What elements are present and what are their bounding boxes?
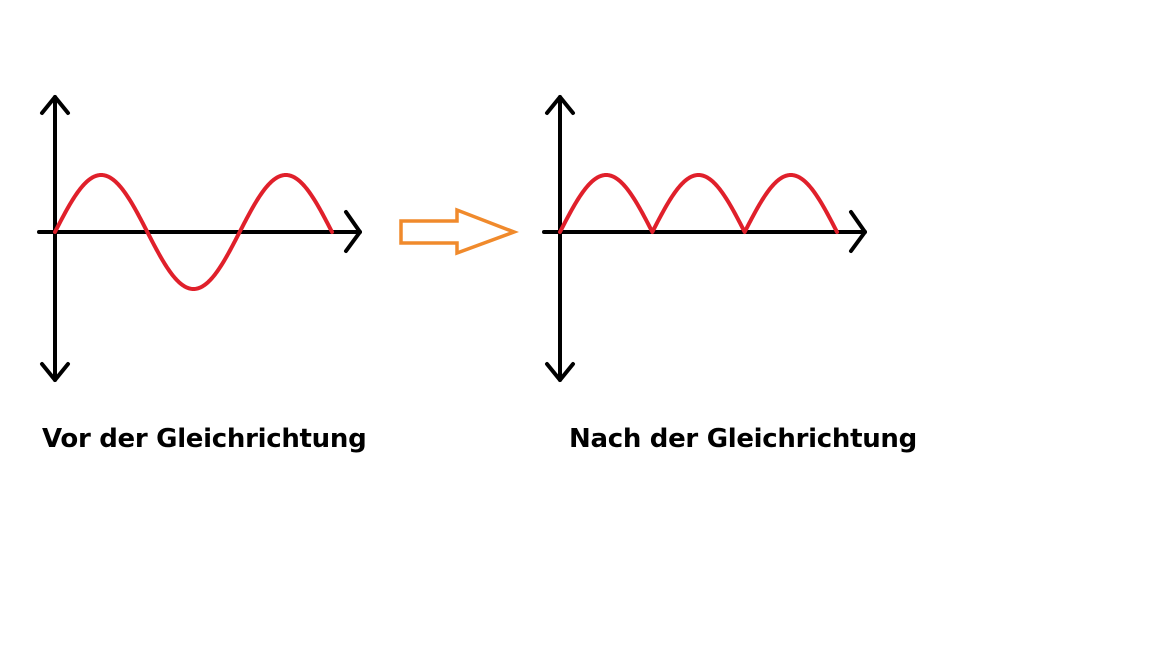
y-axis-bottom-arrowhead-after [545,362,575,382]
x-axis-arrowhead-after [849,210,867,253]
axes-after [542,95,867,382]
axes-before [37,95,362,382]
panel-before [37,95,362,382]
y-axis-top-arrowhead-after [545,95,575,115]
panel-after [542,95,867,382]
sine-wave [53,173,334,291]
caption-before: Vor der Gleichrichtung [42,424,367,454]
y-axis-top-arrowhead-before [40,95,70,115]
rectified-wave [558,173,839,234]
caption-after: Nach der Gleichrichtung [569,424,917,454]
y-axis-bottom-arrowhead-before [40,362,70,382]
x-axis-arrowhead-before [344,210,362,253]
hollow-right-arrow-icon [399,207,519,256]
